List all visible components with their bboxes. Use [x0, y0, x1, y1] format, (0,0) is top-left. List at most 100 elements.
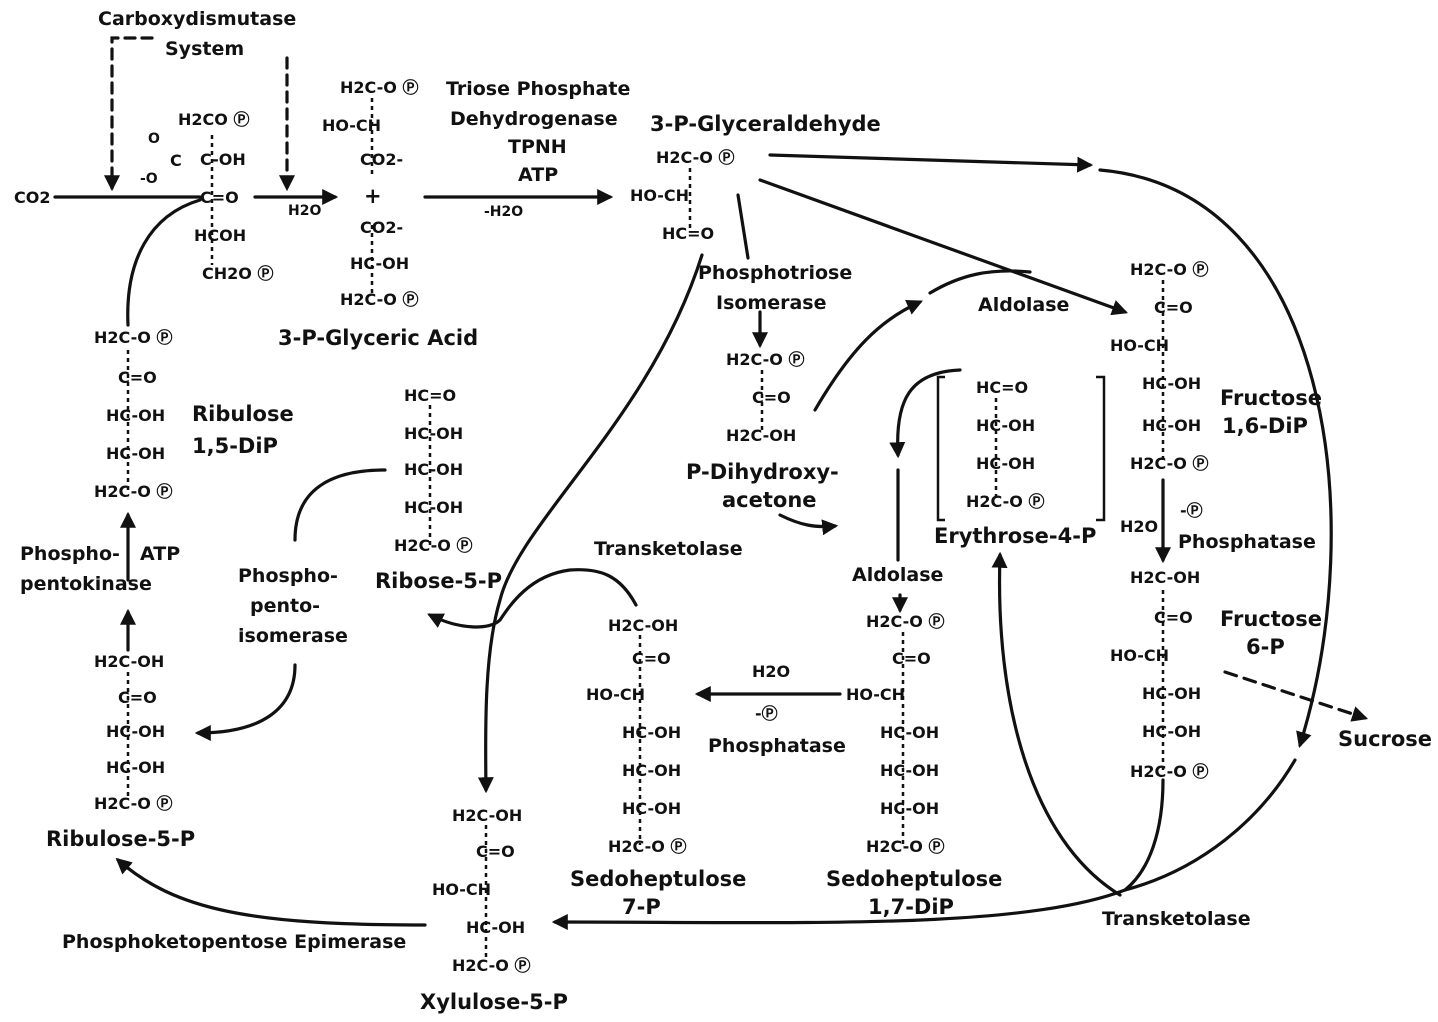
arrow-gap-to-isomerase: [736, 193, 750, 260]
formula-f6p-2: C=O: [1154, 608, 1193, 627]
formula-pga-6: H2C-O Ⓟ: [340, 290, 419, 309]
label-fru-phosphatase-p: -Ⓟ: [1180, 501, 1203, 520]
curve-aldolase-top: [928, 269, 1032, 295]
label-phosphotriose: Phosphotriose: [698, 262, 853, 284]
label-ribose5p: Ribose-5-P: [375, 569, 503, 593]
label-ribulose-dip-2: 1,5-DiP: [192, 434, 278, 458]
formula-fdp-6: H2C-O Ⓟ: [1130, 454, 1209, 473]
formula-ru5p-3: HC-OH: [106, 722, 166, 741]
formula-pga-plus: +: [364, 184, 382, 208]
formula-fdp-4: HC-OH: [1142, 374, 1202, 393]
formula-intermediate-4: HCOH: [194, 226, 247, 245]
formula-ru5p-2: C=O: [118, 688, 157, 707]
formula-f6p-6: H2C-O Ⓟ: [1130, 762, 1209, 781]
curve-f6p-to-transketolase: [1123, 778, 1165, 892]
formula-dhap-2: C=O: [752, 388, 791, 407]
bracket-erythrose-right: [1096, 375, 1106, 522]
formula-pga-4: CO2-: [360, 218, 404, 237]
label-fructose6p-1: Fructose: [1220, 607, 1322, 631]
label-transketolase-top: Transketolase: [594, 538, 743, 560]
formula-rudp-4: HC-OH: [106, 444, 166, 463]
formula-gap-2: HO-CH: [630, 186, 690, 205]
curve-isomerase-to-ru5p: [194, 663, 297, 741]
formula-fdp-2: C=O: [1154, 298, 1193, 317]
formula-dhap-1: H2C-O Ⓟ: [726, 350, 805, 369]
formula-f6p-3: HO-CH: [1110, 646, 1170, 665]
curve-right-loop: [1098, 168, 1333, 749]
label-isomerase: Isomerase: [716, 292, 827, 314]
label-tpnh: TPNH: [508, 136, 567, 158]
label-dhap-1: P-Dihydroxy-: [686, 460, 839, 484]
formula-intermediate-side-o: O: [148, 131, 160, 147]
formula-ribose-3: HC-OH: [404, 460, 464, 479]
formula-sedo7p-7: H2C-O Ⓟ: [608, 837, 687, 856]
label-epimerase: Phosphoketopentose Epimerase: [62, 931, 407, 953]
label-fru-phosphatase-h2o: H2O: [1120, 517, 1159, 536]
arrow-gap-to-fdp: [758, 178, 1129, 316]
formula-ribose-5: H2C-O Ⓟ: [394, 536, 473, 555]
formula-intermediate-3: C=O: [200, 188, 239, 207]
formula-erythrose-4: H2C-O Ⓟ: [966, 492, 1045, 511]
dashed-carboxydismutase-left: [104, 36, 154, 192]
formula-xylulose-5: H2C-O Ⓟ: [452, 956, 531, 975]
formula-sedo7p-6: HC-OH: [622, 799, 682, 818]
label-fructose6p-2: 6-P: [1246, 635, 1285, 659]
formula-xylulose-4: HC-OH: [466, 918, 526, 937]
label-sedo7p-2: 7-P: [622, 895, 661, 919]
formula-sedodip-5: HC-OH: [880, 761, 940, 780]
formula-fdp-1: H2C-O Ⓟ: [1130, 260, 1209, 279]
formula-fdp-5: HC-OH: [1142, 416, 1202, 435]
label-xylulose: Xylulose-5-P: [420, 990, 568, 1014]
label-co2: CO2: [14, 188, 51, 207]
label-sucrose: Sucrose: [1338, 727, 1433, 751]
formula-xylulose-2: C=O: [476, 842, 515, 861]
label-gap: 3-P-Glyceraldehyde: [650, 112, 881, 136]
dashed-f6p-to-sucrose: [1223, 670, 1369, 722]
formula-f6p-4: HC-OH: [1142, 684, 1202, 703]
curve-right-to-transketolase: [1123, 758, 1297, 892]
curve-dhap-to-aldolase: [813, 299, 923, 412]
formula-ribose-2: HC-OH: [404, 424, 464, 443]
formula-gap-3: HC=O: [662, 224, 715, 243]
label-fru-phosphatase: Phosphatase: [1178, 531, 1316, 553]
label-h2o: H2O: [288, 203, 322, 219]
formula-sedo7p-5: HC-OH: [622, 761, 682, 780]
curve-ribose-to-isomerase: [293, 468, 387, 542]
formula-pga-5: HC-OH: [350, 254, 410, 273]
formula-f6p-1: H2C-OH: [1130, 568, 1201, 587]
label-pentokinase: pentokinase: [20, 573, 152, 595]
formula-xylulose-3: HO-CH: [432, 880, 492, 899]
formula-pga-1: H2C-O Ⓟ: [340, 78, 419, 97]
formula-pga-3: CO2-: [360, 150, 404, 169]
formula-rudp-5: H2C-O Ⓟ: [94, 482, 173, 501]
label-phosphopentoisomerase-2: pento-: [250, 595, 321, 617]
label-aldolase-mid: Aldolase: [852, 564, 944, 586]
label-aldolase-top: Aldolase: [978, 294, 1070, 316]
label-ribulose5p: Ribulose-5-P: [46, 827, 196, 851]
formula-ru5p-5: H2C-O Ⓟ: [94, 794, 173, 813]
formula-ribose-1: HC=O: [404, 386, 457, 405]
label-sedo-phosphatase-h2o: H2O: [752, 662, 791, 681]
label-sedodip-2: 1,7-DiP: [868, 895, 954, 919]
curve-erythrose-to-aldolase: [889, 368, 962, 459]
formula-intermediate-1: H2CO Ⓟ: [178, 110, 250, 129]
formula-pga-2: HO-CH: [322, 116, 382, 135]
formula-ru5p-1: H2C-OH: [94, 652, 165, 671]
formula-erythrose-3: HC-OH: [976, 454, 1036, 473]
label-fructose-dip-1: Fructose: [1220, 386, 1322, 410]
formula-sedo7p-2: C=O: [632, 649, 671, 668]
arrow-rudp-to-intermediate: [126, 198, 202, 327]
label-kinase-atp: ATP: [140, 543, 181, 565]
formula-sedo7p-4: HC-OH: [622, 723, 682, 742]
label-sedo-phosphatase-p: -Ⓟ: [755, 704, 778, 723]
curve-epimerase: [115, 857, 427, 927]
label-pga: 3-P-Glyceric Acid: [278, 326, 479, 350]
label-triose-phosphate: Triose Phosphate: [446, 78, 631, 100]
label-phosphopentoisomerase-3: isomerase: [238, 625, 348, 647]
label-minus-h2o: -H2O: [484, 204, 524, 220]
label-sedo-phosphatase: Phosphatase: [708, 735, 846, 757]
arrow-dhap-to-aldolase: [778, 513, 839, 536]
formula-sedodip-1: H2C-O Ⓟ: [866, 612, 945, 631]
